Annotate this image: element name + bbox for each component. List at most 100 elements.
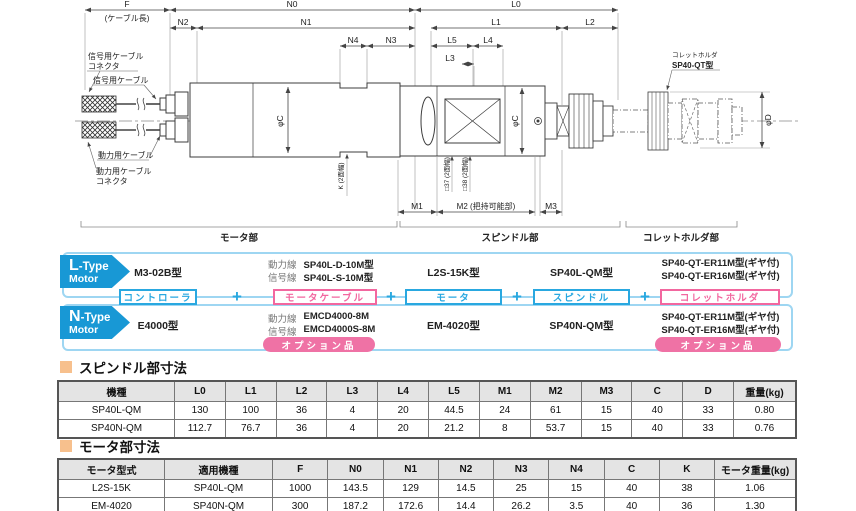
controller-box: コントローラ [119, 289, 197, 305]
table-cell: 8 [478, 419, 531, 439]
dim-m1: M1 [411, 201, 423, 211]
section-label-spindle: スピンドル部 [481, 232, 539, 244]
power-connector-leader [87, 141, 97, 169]
table-cell: 20 [377, 401, 430, 420]
signal-connector-label2: コネクタ [88, 62, 120, 71]
dim-f: F [124, 0, 129, 9]
plus-icon: + [386, 287, 396, 306]
spindle-box: スピンドル [533, 289, 630, 305]
power-cable-leader [148, 135, 161, 159]
power-connector-label2: コネクタ [96, 177, 128, 186]
motor-cable-box: モータケーブル [273, 289, 377, 305]
table-cell: 15 [580, 419, 633, 439]
cable-model-l2: 信号線 SP40L-S-10M型 [268, 270, 373, 284]
power-cable-connector [81, 121, 162, 139]
section-label-motor: モータ部 [220, 232, 259, 244]
column-header: N1 [382, 458, 439, 480]
l-type-sub: Motor [69, 273, 99, 286]
signal-cable-label: 信号用ケーブル [93, 75, 149, 85]
cable-model-l1: 動力線 SP40L-D-10M型 [268, 257, 374, 271]
table-cell: 187.2 [327, 497, 384, 511]
signal-cable-leader [143, 84, 157, 100]
column-header: M3 [580, 380, 633, 402]
column-header: L0 [174, 380, 226, 402]
table-cell: 14.4 [437, 497, 495, 511]
collet-model-n1: SP40-QT-ER11M型(ギヤ付) [661, 312, 780, 323]
signal-connector-label: 信号用ケーブル [88, 51, 144, 61]
table-cell: 25 [492, 479, 550, 498]
table-cell: 100 [224, 401, 277, 420]
section-label-collet: コレットホルダ部 [643, 232, 720, 244]
table-cell: 38 [658, 479, 716, 498]
technical-drawing: F (ケーブル長) N0 L0 N2 N1 L1 L2 N4 N3 L5 L4 … [75, 0, 800, 244]
collet-holder-box: コレットホルダ [660, 289, 780, 305]
table-cell: 300 [271, 497, 329, 511]
column-header: M1 [478, 380, 531, 402]
table-cell: 3.5 [548, 497, 605, 511]
table-cell: 0.76 [733, 419, 797, 439]
dim-n3: N3 [386, 35, 397, 45]
column-header: N2 [437, 458, 495, 480]
dim-phi-c-motor: φC [275, 115, 285, 127]
motor-body [159, 82, 401, 158]
column-header: L1 [224, 380, 277, 402]
controller-model-n: E4000型 [137, 320, 179, 332]
signal-connector-leader [88, 70, 101, 93]
table-cell: 20 [377, 419, 430, 439]
column-header: N3 [492, 458, 550, 480]
table-cell: 36 [275, 419, 328, 439]
signal-cable-connector [81, 95, 162, 113]
dim-phi-c-spindle: φC [510, 115, 520, 127]
cable-line-type: 動力線 [268, 260, 297, 271]
motor-table-title: モータ部寸法 [60, 436, 160, 456]
dim-m2: M2 (把持可能部) [457, 201, 516, 211]
table-cell: 40 [603, 497, 660, 511]
cable-model: SP40L-D-10M型 [303, 260, 374, 271]
cable-model-n1: 動力線 EMCD4000-8M [268, 311, 369, 325]
column-header: N0 [327, 458, 384, 480]
plus-icon: + [512, 287, 522, 306]
option-badge-cable: オプション品 [263, 337, 375, 352]
column-header: K [658, 458, 716, 480]
collet-model-n2: SP40-QT-ER16M型(ギヤ付) [661, 325, 780, 336]
column-header: L5 [428, 380, 480, 402]
table-cell: 1.06 [714, 479, 797, 498]
section-brackets [80, 221, 738, 228]
table-cell: 36 [275, 401, 328, 420]
cable-model: EMCD4000-8M [303, 311, 369, 322]
n-type-sub: Motor [69, 324, 99, 337]
column-header: D [682, 380, 734, 402]
table-cell: 33 [682, 419, 734, 439]
dim-f-note: (ケーブル長) [105, 13, 150, 23]
spindle-model-n: SP40N-QM型 [549, 320, 614, 332]
table-cell: 143.5 [327, 479, 384, 498]
dim-l1: L1 [491, 17, 501, 27]
table-cell: 33 [682, 401, 734, 420]
column-header: L3 [326, 380, 379, 402]
motor-model-n: EM-4020型 [426, 320, 481, 332]
collet-note-label: コレットホルダ [672, 50, 718, 59]
collet-holder [612, 91, 743, 151]
option-badge-collet: オプション品 [655, 337, 781, 352]
table-cell: SP40N-QM [164, 497, 273, 511]
column-header: C [603, 458, 660, 480]
table-cell: 172.6 [382, 497, 439, 511]
column-header: N4 [548, 458, 605, 480]
table-cell: 4 [326, 419, 379, 439]
table-cell: 40 [631, 401, 684, 420]
system-configuration-banner: L-Type Motor N-Type Motor コントローラ モータケーブル… [0, 250, 856, 356]
dim-l4: L4 [483, 35, 493, 45]
section-title-text: スピンドル部寸法 [79, 361, 187, 376]
dim-n2: N2 [178, 17, 189, 27]
collet-model-l1: SP40-QT-ER11M型(ギヤ付) [661, 258, 780, 269]
column-header: 機種 [57, 380, 175, 402]
table-cell: 44.5 [428, 401, 480, 420]
column-header: L4 [377, 380, 430, 402]
dim-l5: L5 [447, 35, 457, 45]
power-connector-label: 動力用ケーブル [96, 166, 152, 176]
motor-box: モータ [405, 289, 502, 305]
row-label: L2S-15K [57, 479, 165, 498]
